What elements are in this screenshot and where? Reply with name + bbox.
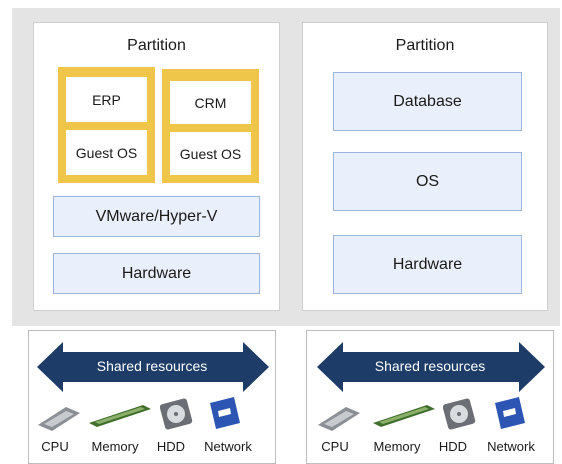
left-resources-panel: Shared resources CPU Memory HDD Network: [28, 330, 276, 464]
memory-label: Memory: [373, 439, 421, 454]
hdd-icon: [160, 398, 193, 430]
shared-resources-label: Shared resources: [96, 358, 208, 374]
vm-crm: CRM Guest OS: [162, 69, 259, 183]
left-hardware-box: Hardware: [53, 253, 260, 294]
cpu-icon: [38, 407, 80, 431]
crm-app-box: CRM: [170, 81, 251, 124]
database-box: Database: [333, 72, 522, 131]
cpu-label: CPU: [321, 439, 349, 454]
network-card-icon: [495, 397, 525, 429]
right-os-box: OS: [333, 152, 522, 211]
cpu-icon: [318, 407, 360, 431]
hdd-label: HDD: [438, 439, 468, 454]
right-hardware-box: Hardware: [333, 235, 522, 294]
crm-guest-os-box: Guest OS: [170, 132, 251, 175]
right-partition-title: Partition: [395, 37, 455, 54]
shared-resources-arrow: [37, 342, 269, 392]
cpu-label: CPU: [41, 439, 69, 454]
left-partition: Partition ERP Guest OS CRM Guest OS VMwa…: [33, 22, 280, 311]
erp-app-box: ERP: [66, 77, 147, 122]
vm-erp: ERP Guest OS: [58, 67, 155, 183]
erp-guest-os-box: Guest OS: [66, 130, 147, 175]
network-card-icon: [210, 397, 240, 429]
memory-icon: [373, 405, 435, 427]
memory-label: Memory: [91, 439, 139, 454]
network-label: Network: [487, 439, 535, 454]
hdd-icon: [443, 398, 476, 430]
right-resources-panel: Shared resources CPU Memory HDD Network: [306, 330, 554, 464]
hypervisor-box: VMware/Hyper-V: [53, 196, 260, 237]
shared-resources-arrow: [317, 342, 545, 392]
left-partition-title: Partition: [127, 37, 186, 54]
shared-resources-label: Shared resources: [374, 358, 486, 374]
right-partition: Partition Database OS Hardware: [302, 22, 548, 311]
hdd-label: HDD: [156, 439, 186, 454]
memory-icon: [89, 405, 151, 427]
network-label: Network: [204, 439, 252, 454]
